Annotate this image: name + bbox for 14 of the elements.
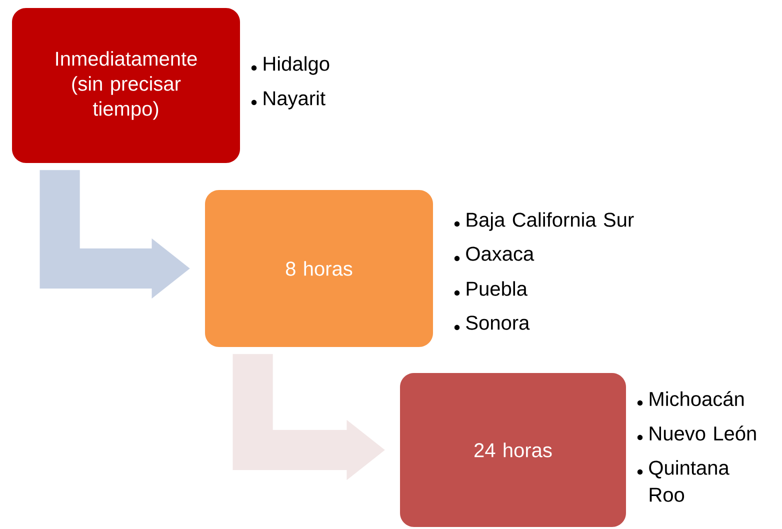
list-item: Baja California Sur xyxy=(466,212,634,231)
list-item: Michoacán xyxy=(650,391,744,406)
list-item: Sonora xyxy=(466,316,530,330)
list-item: Puebla xyxy=(466,281,528,296)
process-box: Inmediatamente (sin precisar tiempo) xyxy=(12,8,240,163)
list-item: Quintana Roo xyxy=(649,460,730,502)
arrow xyxy=(40,170,190,299)
list-item: Oaxaca xyxy=(466,246,534,261)
process-box: 8 horas xyxy=(205,190,433,347)
list-item: Nayarit xyxy=(264,90,326,110)
arrow xyxy=(232,354,385,480)
list-item: Hidalgo xyxy=(264,56,330,75)
process-box: 24 horas xyxy=(400,372,626,527)
list-item: Nuevo León xyxy=(650,426,756,441)
